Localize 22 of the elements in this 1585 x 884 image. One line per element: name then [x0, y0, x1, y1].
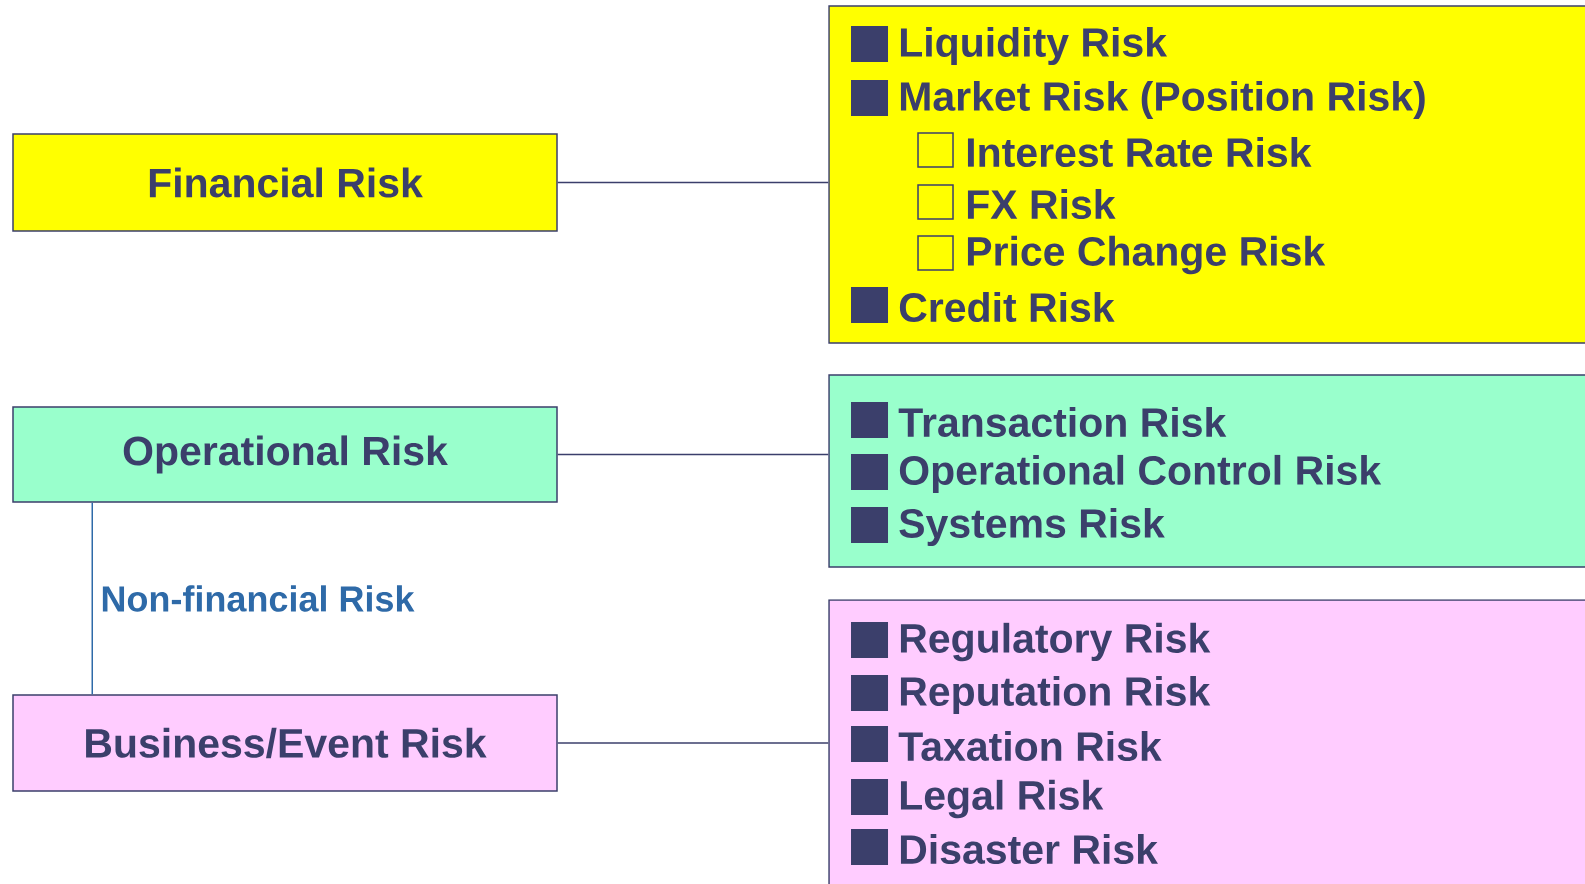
list-item: Legal Risk: [900, 779, 1104, 819]
list-item: Liquidity Risk: [900, 26, 1168, 66]
list-item: FX Risk: [967, 188, 1116, 220]
connector-line: [557, 742, 829, 744]
list-item: Price Change Risk: [967, 235, 1326, 275]
connector-line: [557, 453, 829, 456]
edge-label: Non-financial Risk: [102, 585, 415, 612]
risk-box: Business/Event Risk: [12, 694, 558, 792]
list-item: Taxation Risk: [898, 730, 1162, 762]
list-item: Interest Rate Risk: [967, 136, 1312, 168]
risk-box: Financial Risk: [12, 133, 558, 232]
connector-line: [557, 181, 829, 184]
list-item: Reputation Risk: [900, 675, 1211, 715]
list-item: Systems Risk: [899, 507, 1165, 547]
list-item: Disaster Risk: [900, 833, 1158, 865]
list-item: Regulatory Risk: [900, 622, 1211, 662]
connector-line: [91, 502, 93, 695]
list-item: Market Risk (Position Risk): [900, 80, 1425, 120]
list-item: Operational Control Risk: [899, 454, 1382, 494]
list-item: Transaction Risk: [898, 406, 1227, 438]
list-item: Credit Risk: [899, 291, 1115, 323]
risk-box: Operational Risk: [12, 406, 558, 503]
